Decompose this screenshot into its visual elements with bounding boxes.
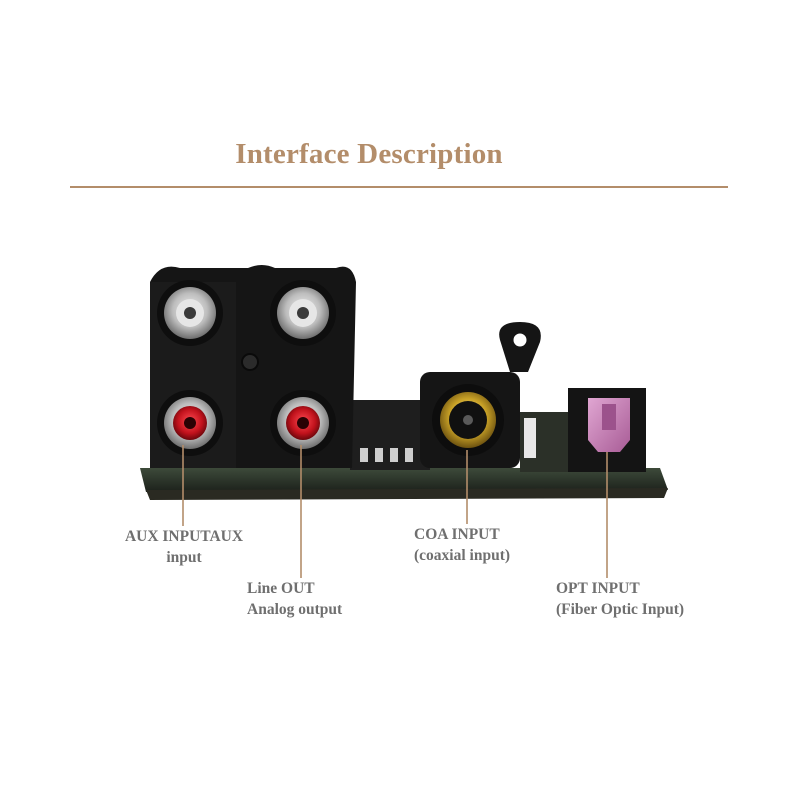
line-out-jack-right <box>270 390 336 456</box>
opt-input-label-line1: OPT INPUT <box>556 580 640 597</box>
aux-input-label-line1: AUX INPUTAUX <box>124 528 244 545</box>
opt-input-label-line2: (Fiber Optic Input) <box>556 601 685 618</box>
pcb-board <box>140 400 668 500</box>
aux-input-jack-right <box>270 280 336 346</box>
coa-input-label-line1: COA INPUT <box>414 526 500 543</box>
line-out-label-line1: Line OUT <box>247 580 315 597</box>
page-title: Interface Description <box>235 138 503 170</box>
title-divider <box>70 186 728 188</box>
line-out-label-line2: Analog output <box>247 601 343 618</box>
opt-input-label: OPT INPUT (Fiber Optic Input) <box>556 578 684 620</box>
aux-input-jack-left <box>157 280 223 346</box>
line-out-jack-left <box>157 390 223 456</box>
aux-input-label-line2: input <box>166 549 202 566</box>
pointer-lines <box>182 445 608 578</box>
coa-input-label-line2: (coaxial input) <box>414 547 511 564</box>
rca-jack-block <box>150 265 356 468</box>
coa-input-label: COA INPUT (coaxial input) <box>414 524 510 566</box>
coaxial-input-jack <box>420 322 541 468</box>
line-out-label: Line OUT Analog output <box>247 578 342 620</box>
aux-input-label: AUX INPUTAUX input <box>113 526 255 568</box>
